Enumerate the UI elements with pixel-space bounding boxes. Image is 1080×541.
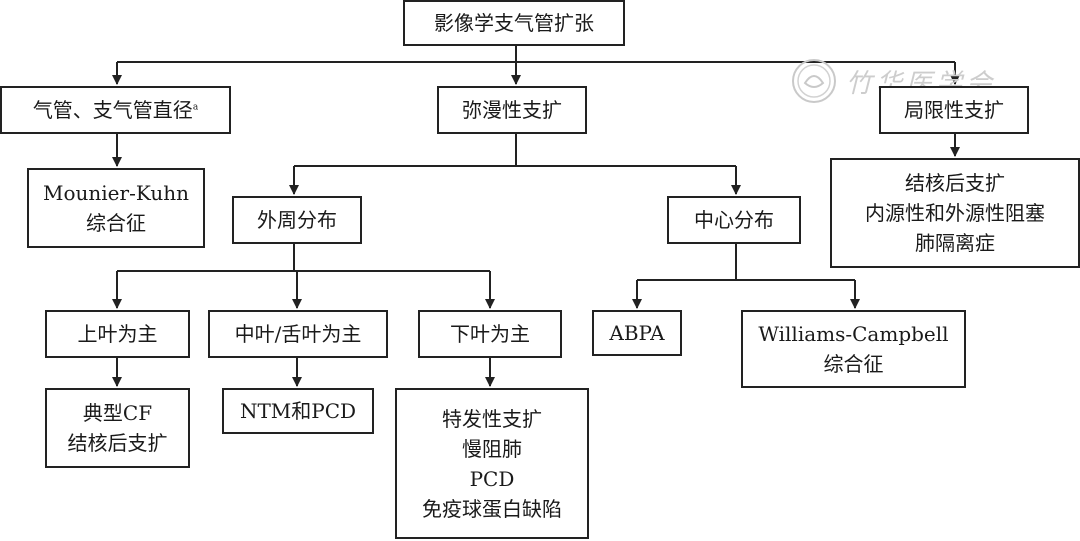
mounier-kuhn-line-1: Mounier-Kuhn xyxy=(43,181,189,205)
williams-campbell-node: Williams-Campbell 综合征 xyxy=(741,310,966,388)
upper-lobe-node: 上叶为主 xyxy=(45,310,190,358)
middle-lobe-label: 中叶/舌叶为主 xyxy=(234,322,362,346)
upper-causes-node: 典型CF 结核后支扩 xyxy=(45,388,190,468)
upper-cause-1: 典型CF xyxy=(82,401,153,425)
upper-lobe-label: 上叶为主 xyxy=(77,322,158,346)
focal-label: 局限性支扩 xyxy=(904,98,1004,122)
williams-campbell-line-2: 综合征 xyxy=(823,352,884,376)
focal-node: 局限性支扩 xyxy=(879,86,1029,134)
central-label: 中心分布 xyxy=(694,208,774,232)
diffuse-node: 弥漫性支扩 xyxy=(437,86,587,134)
lower-lobe-node: 下叶为主 xyxy=(418,310,562,358)
focal-causes-node: 结核后支扩 内源性和外源性阻塞 肺隔离症 xyxy=(830,158,1080,268)
middle-lobe-node: 中叶/舌叶为主 xyxy=(208,310,388,358)
middle-cause-1: NTM和PCD xyxy=(239,399,357,423)
diameter-label: 气管、支气管直径a xyxy=(32,98,199,122)
central-node: 中心分布 xyxy=(667,196,801,244)
focal-cause-1: 结核后支扩 xyxy=(905,171,1005,195)
upper-cause-2: 结核后支扩 xyxy=(67,431,168,455)
mounier-kuhn-line-2: 综合征 xyxy=(86,211,146,235)
mounier-kuhn-node: Mounier-Kuhn 综合征 xyxy=(27,168,205,248)
peripheral-label: 外周分布 xyxy=(257,208,337,232)
diameter-node: 气管、支气管直径a xyxy=(0,86,231,134)
focal-cause-3: 肺隔离症 xyxy=(915,231,995,255)
footnote-marker: a xyxy=(192,102,199,113)
diffuse-label: 弥漫性支扩 xyxy=(462,98,562,122)
lower-cause-2: 慢阻肺 xyxy=(462,436,522,461)
seal-logo-icon xyxy=(792,59,836,103)
root-node: 影像学支气管扩张 xyxy=(403,0,625,46)
lower-cause-1: 特发性支扩 xyxy=(442,406,542,431)
peripheral-node: 外周分布 xyxy=(232,196,362,244)
abpa-label: ABPA xyxy=(609,321,665,345)
lower-causes-node: 特发性支扩 慢阻肺 PCD 免疫球蛋白缺陷 xyxy=(395,388,589,539)
lower-cause-4: 免疫球蛋白缺陷 xyxy=(422,496,562,521)
focal-cause-2: 内源性和外源性阻塞 xyxy=(865,201,1045,225)
root-label: 影像学支气管扩张 xyxy=(434,11,594,35)
williams-campbell-line-1: Williams-Campbell xyxy=(758,322,949,346)
abpa-node: ABPA xyxy=(592,310,682,356)
middle-causes-node: NTM和PCD xyxy=(222,388,374,434)
lower-lobe-label: 下叶为主 xyxy=(450,322,530,346)
lower-cause-3: PCD xyxy=(469,466,515,491)
